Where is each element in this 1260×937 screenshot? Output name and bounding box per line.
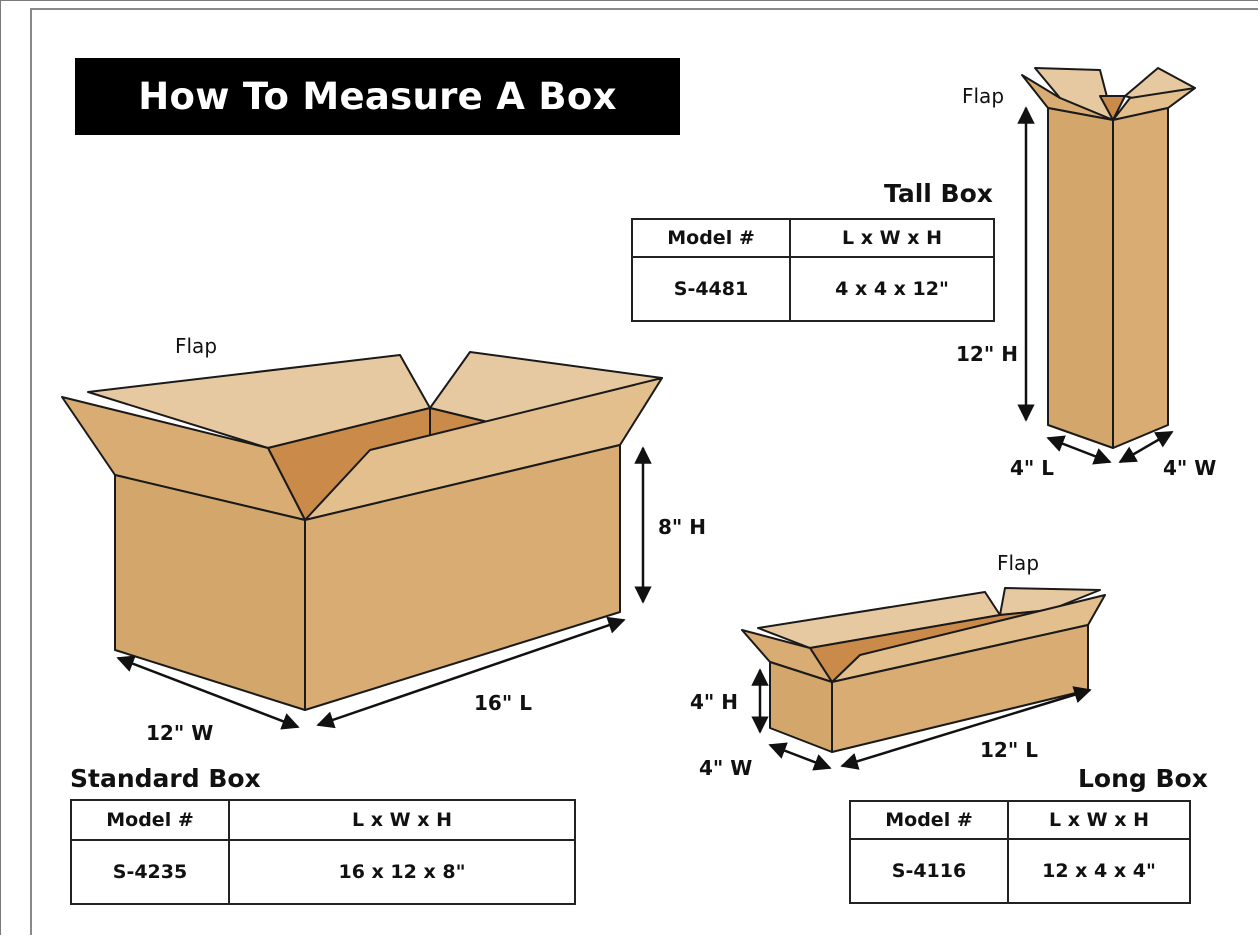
- tall-width-arrow: [1118, 430, 1174, 464]
- tall-dimensions: 4 x 4 x 12": [789, 256, 995, 322]
- long-flap-label: Flap: [997, 551, 1040, 575]
- tall-box-title: Tall Box: [884, 179, 993, 208]
- tall-flap-label: Flap: [962, 84, 1005, 108]
- standard-model-number: S-4235: [70, 839, 230, 905]
- long-width-arrow: [768, 742, 832, 771]
- page-title: How To Measure A Box: [75, 58, 680, 135]
- standard-box-illustration: [61, 351, 663, 711]
- table-header-model: Model #: [849, 800, 1009, 840]
- table-header-dims: L x W x H: [228, 799, 576, 841]
- tall-length-label: 4" L: [1010, 456, 1055, 480]
- table-header-dims: L x W x H: [789, 218, 995, 258]
- long-box-table: Model # L x W x H S-4116 12 x 4 x 4": [849, 800, 1191, 904]
- tall-interior: [1099, 95, 1126, 121]
- long-height-label: 4" H: [690, 690, 739, 714]
- long-model-number: S-4116: [849, 838, 1009, 904]
- table-header-model: Model #: [70, 799, 230, 841]
- tall-right-face: [1112, 107, 1169, 449]
- standard-box-table: Model # L x W x H S-4235 16 x 12 x 8": [70, 799, 576, 905]
- long-length-label: 12" L: [980, 738, 1038, 762]
- tall-width-label: 4" W: [1163, 456, 1217, 480]
- long-dimensions: 12 x 4 x 4": [1007, 838, 1191, 904]
- tall-box-table: Model # L x W x H S-4481 4 x 4 x 12": [631, 218, 995, 322]
- long-length-arrow: [840, 686, 1092, 770]
- long-width-label: 4" W: [699, 756, 753, 780]
- tall-model-number: S-4481: [631, 256, 791, 322]
- long-box-title: Long Box: [1078, 764, 1208, 793]
- tall-left-face: [1047, 107, 1114, 449]
- standard-length-arrow: [316, 616, 626, 729]
- standard-width-label: 12" W: [146, 721, 214, 745]
- standard-length-label: 16" L: [474, 691, 532, 715]
- standard-height-label: 8" H: [658, 515, 707, 539]
- standard-box-title: Standard Box: [70, 764, 261, 793]
- diagram-frame-inner: [30, 8, 1258, 935]
- standard-flap-label: Flap: [175, 334, 218, 358]
- table-header-model: Model #: [631, 218, 791, 258]
- standard-width-arrow: [116, 655, 300, 730]
- table-header-dims: L x W x H: [1007, 800, 1191, 840]
- tall-length-arrow: [1046, 435, 1112, 465]
- tall-height-label: 12" H: [956, 342, 1018, 366]
- long-box-illustration: [741, 587, 1106, 753]
- tall-box-illustration: [1021, 67, 1196, 449]
- standard-dimensions: 16 x 12 x 8": [228, 839, 576, 905]
